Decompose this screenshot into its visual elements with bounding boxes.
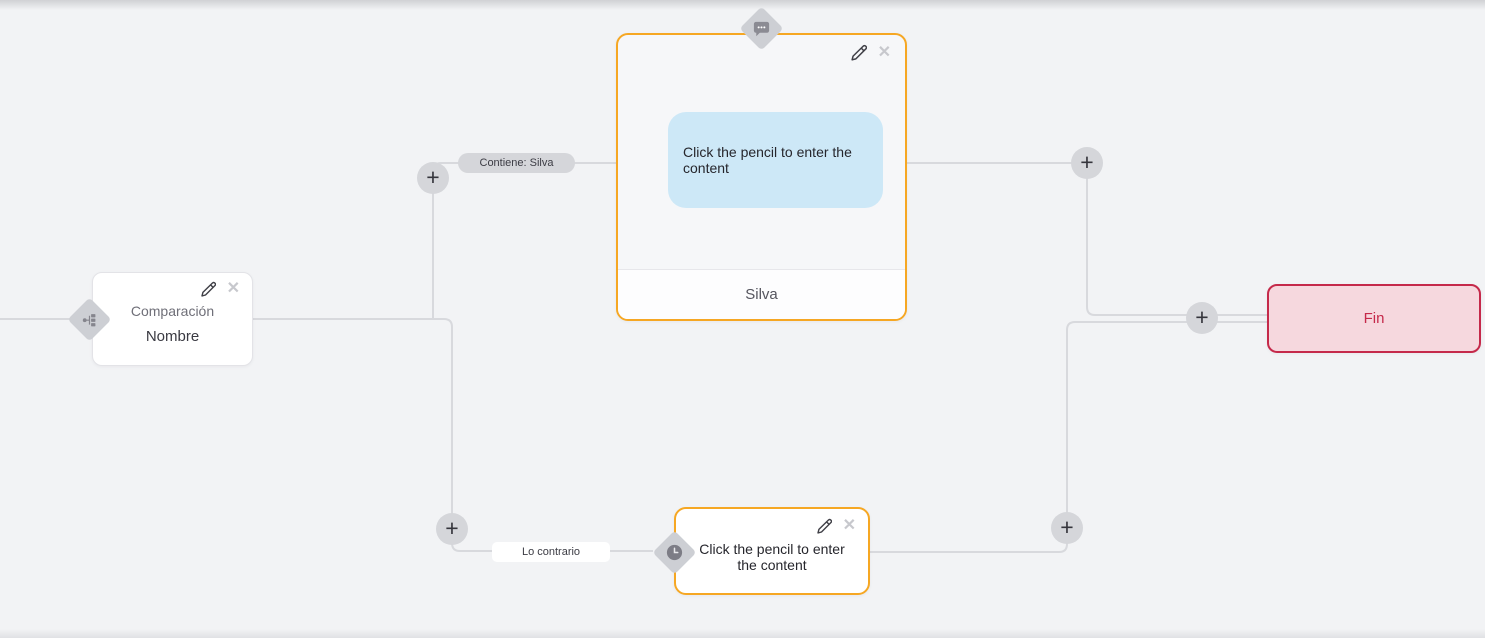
message-bubble-text: Click the pencil to enter the content [683,143,852,176]
plus-icon: + [1080,148,1094,175]
plus-icon: + [1060,513,1074,540]
quick-reply-label: Silva [745,286,778,303]
action-node-text: Click the pencil to enter the content [699,541,845,573]
action-node-badge [652,530,697,575]
comparison-node-name: Nombre [145,328,200,345]
connector-edge-false [433,318,653,552]
plus-icon: + [426,163,440,190]
message-node[interactable]: ✕ Click the pencil to enter the content … [616,33,907,321]
plus-icon: + [1195,303,1209,330]
comparison-node[interactable]: ✕ Comparación Nombre [92,272,253,366]
end-node[interactable]: Fin [1267,284,1481,353]
add-node-button[interactable]: + [1051,512,1083,544]
edge-label-condition-true[interactable]: Contiene: Silva [458,153,575,173]
connector-edge-true [432,162,616,320]
add-node-button[interactable]: + [1071,147,1103,179]
pencil-icon[interactable] [200,281,216,297]
close-icon[interactable]: ✕ [226,280,240,297]
pencil-icon[interactable] [816,518,832,534]
message-node-body: Click the pencil to enter the content [618,35,905,269]
hierarchy-icon [82,313,97,327]
pencil-icon[interactable] [850,44,867,61]
comparison-node-badge [67,297,112,342]
chat-bubble-icon [752,19,771,38]
clock-icon [665,543,684,562]
add-node-button[interactable]: + [417,162,449,194]
add-node-button[interactable]: + [1186,302,1218,334]
plus-icon: + [445,514,459,541]
message-node-footer[interactable]: Silva [618,269,905,319]
comparison-node-type: Comparación [130,303,215,319]
end-node-label: Fin [1363,310,1385,327]
message-node-badge [739,6,784,51]
connector-edge-action-to-end [870,321,1267,553]
message-bubble: Click the pencil to enter the content [668,112,883,208]
action-node[interactable]: ✕ Click the pencil to enter the content [674,507,870,595]
connector-edge-message-to-end [907,162,1267,316]
edge-label-condition-false[interactable]: Lo contrario [492,542,610,562]
add-node-button[interactable]: + [436,513,468,545]
close-icon[interactable]: ✕ [877,43,891,61]
close-icon[interactable]: ✕ [842,517,856,534]
